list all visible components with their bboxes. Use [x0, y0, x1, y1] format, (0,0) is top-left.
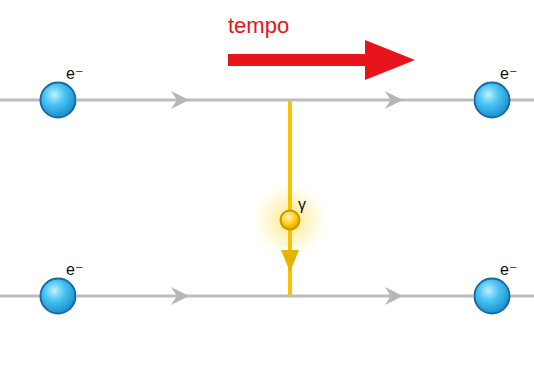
particle-label: γ [298, 197, 306, 213]
electron-line [77, 295, 473, 298]
electron-circle: e⁻ [473, 277, 511, 315]
electron-line-stub [510, 295, 534, 298]
node-outline [473, 277, 511, 315]
electron-circle: e⁻ [39, 81, 77, 119]
node-outline [39, 277, 77, 315]
photon-circle: γ [279, 209, 301, 231]
electron-line-stub [510, 99, 534, 102]
time-arrow [228, 40, 415, 80]
particle-label: e⁻ [66, 66, 83, 82]
electron-circle [475, 279, 510, 314]
particle-label: e⁻ [500, 66, 517, 82]
node-outline [39, 81, 77, 119]
node-outline [279, 209, 301, 231]
electron-circle: e⁻ [39, 277, 77, 315]
electron-line-stub [0, 295, 40, 298]
electron-line-stub [0, 99, 40, 102]
electron-circle: e⁻ [473, 81, 511, 119]
node-outline [473, 81, 511, 119]
electron-circle [475, 83, 510, 118]
particle-label: e⁻ [66, 262, 83, 278]
time-label: tempo [228, 15, 289, 37]
electron-circle [41, 83, 76, 118]
electron-line [77, 99, 473, 102]
photon-arrowhead [281, 250, 299, 272]
electron-circle [41, 279, 76, 314]
photon-circle [281, 211, 300, 230]
particle-label: e⁻ [500, 262, 517, 278]
